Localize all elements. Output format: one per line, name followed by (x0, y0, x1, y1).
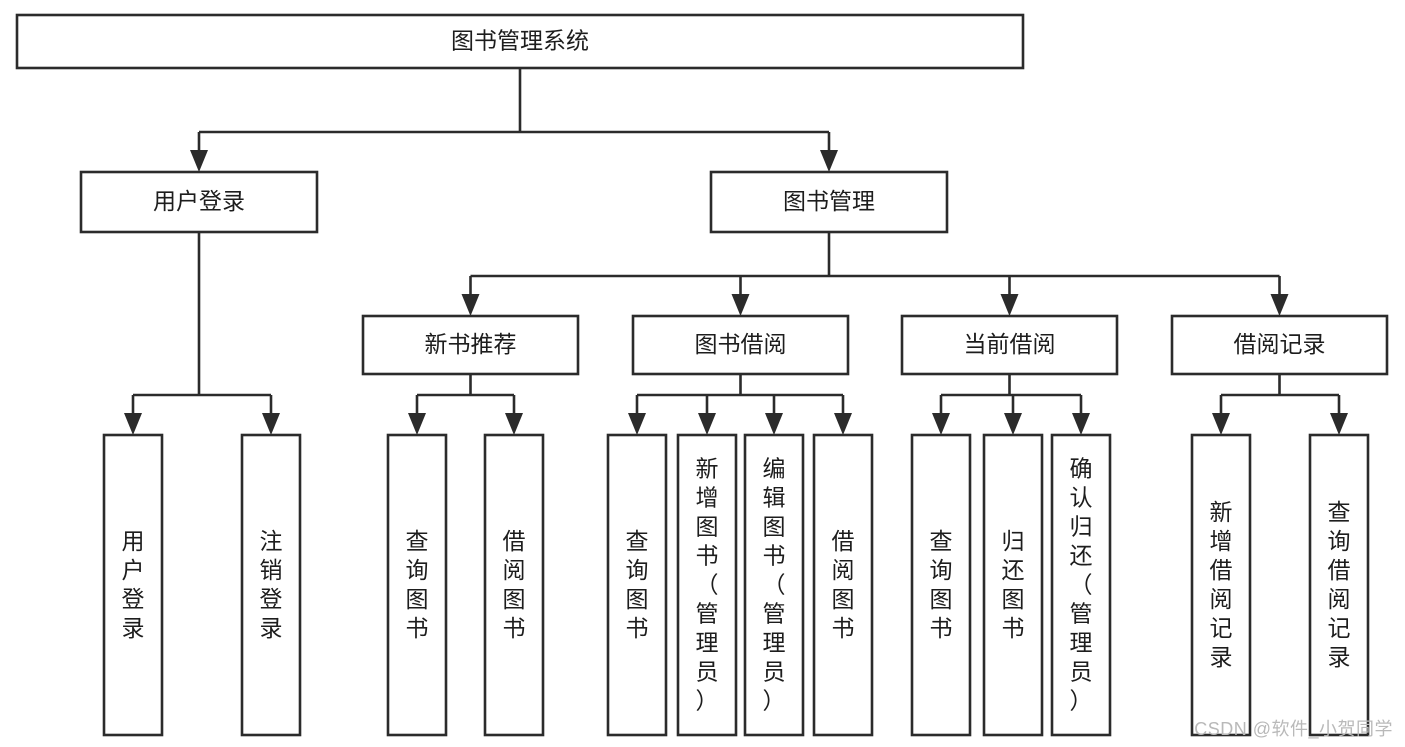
node-box-leaf-query-book-3 (910, 433, 972, 737)
node-layer: 图书管理系统用户登录图书管理新书推荐图书借阅当前借阅借阅记录用户登录注销登录查询… (15, 13, 1389, 737)
connector-group-user-login (124, 232, 280, 435)
node-root[interactable]: 图书管理系统 (15, 13, 1025, 70)
connector-group-new-book-rec (408, 374, 523, 435)
node-new-book-rec[interactable]: 新书推荐 (361, 314, 580, 376)
node-label-leaf-user-logout: 注销登录 (260, 528, 283, 641)
node-leaf-borrow-book-1[interactable]: 借阅图书 (483, 433, 545, 737)
arrow-head-new-book-rec (461, 294, 480, 316)
node-box-borrow-record (1170, 314, 1389, 376)
node-leaf-add-record[interactable]: 新增借阅记录 (1190, 433, 1252, 737)
arrow-head-leaf-add-record (1212, 413, 1230, 435)
node-label-leaf-query-book-3: 查询图书 (930, 528, 953, 641)
node-box-leaf-query-book-2 (606, 433, 668, 737)
node-label-leaf-query-book-1: 查询图书 (406, 528, 429, 641)
node-leaf-query-book-3[interactable]: 查询图书 (910, 433, 972, 737)
arrow-head-leaf-add-book (698, 413, 716, 435)
arrow-head-user-login (190, 150, 208, 172)
node-current-borrow[interactable]: 当前借阅 (900, 314, 1119, 376)
node-box-leaf-edit-book (743, 433, 805, 737)
node-box-leaf-user-login (102, 433, 164, 737)
arrow-head-leaf-borrow-book-1 (505, 413, 523, 435)
node-leaf-user-logout[interactable]: 注销登录 (240, 433, 302, 737)
connector-group-book-manage (461, 232, 1289, 316)
node-label-leaf-borrow-book-1: 借阅图书 (503, 528, 526, 641)
arrow-head-leaf-confirm-return (1072, 413, 1090, 435)
arrow-head-leaf-query-record (1330, 413, 1348, 435)
arrow-head-leaf-user-login (124, 413, 142, 435)
node-leaf-borrow-book-2[interactable]: 借阅图书 (812, 433, 874, 737)
node-label-leaf-query-record: 查询借阅记录 (1328, 499, 1351, 670)
node-leaf-add-book[interactable]: 新增图书（管理员） (676, 433, 738, 737)
node-box-leaf-borrow-book-2 (812, 433, 874, 737)
connector-layer (124, 68, 1348, 435)
node-label-leaf-borrow-book-2: 借阅图书 (832, 528, 855, 641)
arrow-head-book-borrow (731, 294, 750, 316)
connector-group-current-borrow (932, 374, 1090, 435)
node-user-login[interactable]: 用户登录 (79, 170, 319, 234)
node-label-current-borrow: 当前借阅 (964, 331, 1056, 357)
connector-group-borrow-record (1212, 374, 1348, 435)
node-label-leaf-query-book-2: 查询图书 (626, 528, 649, 641)
connector-group-book-borrow (628, 374, 852, 435)
node-box-root (15, 13, 1025, 70)
node-box-user-login (79, 170, 319, 234)
node-label-user-login: 用户登录 (153, 188, 245, 214)
node-label-leaf-user-login: 用户登录 (122, 528, 145, 641)
node-box-book-borrow (631, 314, 850, 376)
node-label-root: 图书管理系统 (451, 28, 589, 54)
node-leaf-edit-book[interactable]: 编辑图书（管理员） (743, 433, 805, 737)
node-box-current-borrow (900, 314, 1119, 376)
node-label-borrow-record: 借阅记录 (1234, 331, 1326, 357)
node-box-leaf-query-record (1308, 433, 1370, 737)
node-box-leaf-user-logout (240, 433, 302, 737)
arrow-head-current-borrow (1000, 294, 1019, 316)
arrow-head-leaf-query-book-3 (932, 413, 950, 435)
node-box-leaf-add-book (676, 433, 738, 737)
node-label-leaf-confirm-return: 确认归还（管理员） (1070, 456, 1093, 714)
node-leaf-query-book-1[interactable]: 查询图书 (386, 433, 448, 737)
arrow-head-book-manage (820, 150, 838, 172)
arrow-head-leaf-query-book-2 (628, 413, 646, 435)
node-box-leaf-confirm-return (1050, 433, 1112, 737)
arrow-head-leaf-borrow-book-2 (834, 413, 852, 435)
node-box-leaf-return-book (982, 433, 1044, 737)
node-label-leaf-add-record: 新增借阅记录 (1210, 499, 1233, 670)
node-borrow-record[interactable]: 借阅记录 (1170, 314, 1389, 376)
node-leaf-query-book-2[interactable]: 查询图书 (606, 433, 668, 737)
connector-group-root (190, 68, 838, 172)
node-box-leaf-add-record (1190, 433, 1252, 737)
node-box-leaf-borrow-book-1 (483, 433, 545, 737)
arrow-head-leaf-user-logout (262, 413, 280, 435)
arrow-head-leaf-edit-book (765, 413, 783, 435)
node-leaf-query-record[interactable]: 查询借阅记录 (1308, 433, 1370, 737)
node-label-book-borrow: 图书借阅 (695, 331, 787, 357)
node-label-leaf-return-book: 归还图书 (1002, 528, 1025, 641)
node-label-new-book-rec: 新书推荐 (425, 331, 517, 357)
node-box-leaf-query-book-1 (386, 433, 448, 737)
node-box-new-book-rec (361, 314, 580, 376)
arrow-head-leaf-query-book-1 (408, 413, 426, 435)
node-book-borrow[interactable]: 图书借阅 (631, 314, 850, 376)
arrow-head-borrow-record (1270, 294, 1289, 316)
node-label-book-manage: 图书管理 (783, 188, 875, 214)
arrow-head-leaf-return-book (1004, 413, 1022, 435)
node-label-leaf-edit-book: 编辑图书（管理员） (763, 456, 786, 714)
node-leaf-user-login[interactable]: 用户登录 (102, 433, 164, 737)
node-leaf-confirm-return[interactable]: 确认归还（管理员） (1050, 433, 1112, 737)
node-label-leaf-add-book: 新增图书（管理员） (696, 456, 719, 714)
node-book-manage[interactable]: 图书管理 (709, 170, 949, 234)
node-leaf-return-book[interactable]: 归还图书 (982, 433, 1044, 737)
node-box-book-manage (709, 170, 949, 234)
